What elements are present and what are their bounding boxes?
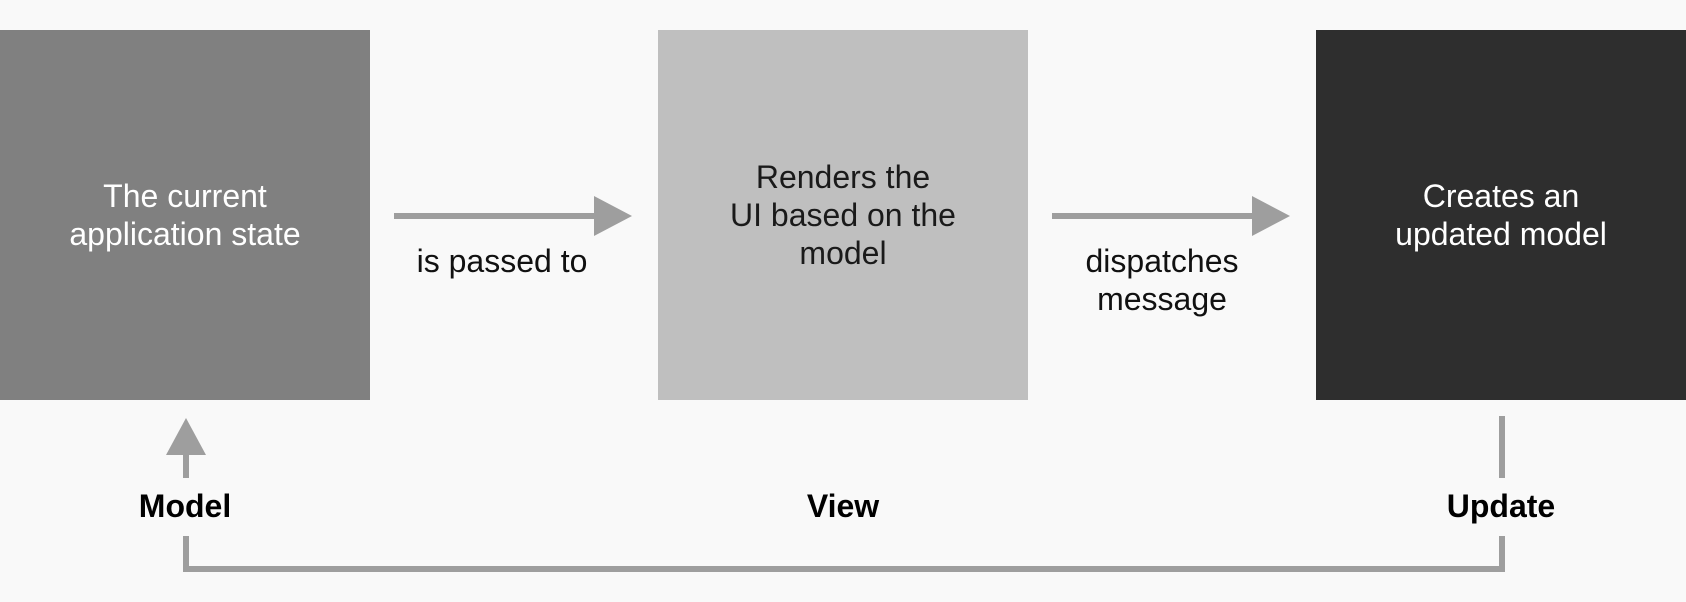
update-box-line: Creates an — [1422, 178, 1580, 214]
view-box-text: Renders the UI based on the model — [730, 158, 956, 272]
section-label-update: Update — [1446, 488, 1556, 524]
view-box-line: Renders the — [755, 159, 931, 195]
section-label-view: View — [806, 488, 880, 524]
arrow-model-to-view — [394, 196, 632, 236]
edge-label-dispatches: dispatches message — [1050, 242, 1274, 318]
update-box-line: updated model — [1395, 216, 1607, 252]
edge-label-passed: is passed to — [390, 242, 614, 280]
view-box-line: UI based on the — [730, 197, 956, 233]
view-box-line: model — [799, 235, 887, 271]
model-box: The current application state — [0, 30, 370, 400]
edge-label-line: dispatches — [1085, 243, 1239, 279]
model-box-line: The current — [103, 178, 267, 214]
edge-label-line: is passed to — [416, 243, 588, 279]
view-box: Renders the UI based on the model — [658, 30, 1028, 400]
arrow-update-to-model-loop — [166, 416, 1505, 572]
update-box-text: Creates an updated model — [1395, 177, 1607, 253]
model-box-line: application state — [69, 216, 301, 252]
model-box-text: The current application state — [69, 177, 300, 253]
update-box: Creates an updated model — [1316, 30, 1686, 400]
section-label-model: Model — [138, 488, 232, 524]
edge-label-line: message — [1097, 281, 1227, 317]
arrow-view-to-update — [1052, 196, 1290, 236]
